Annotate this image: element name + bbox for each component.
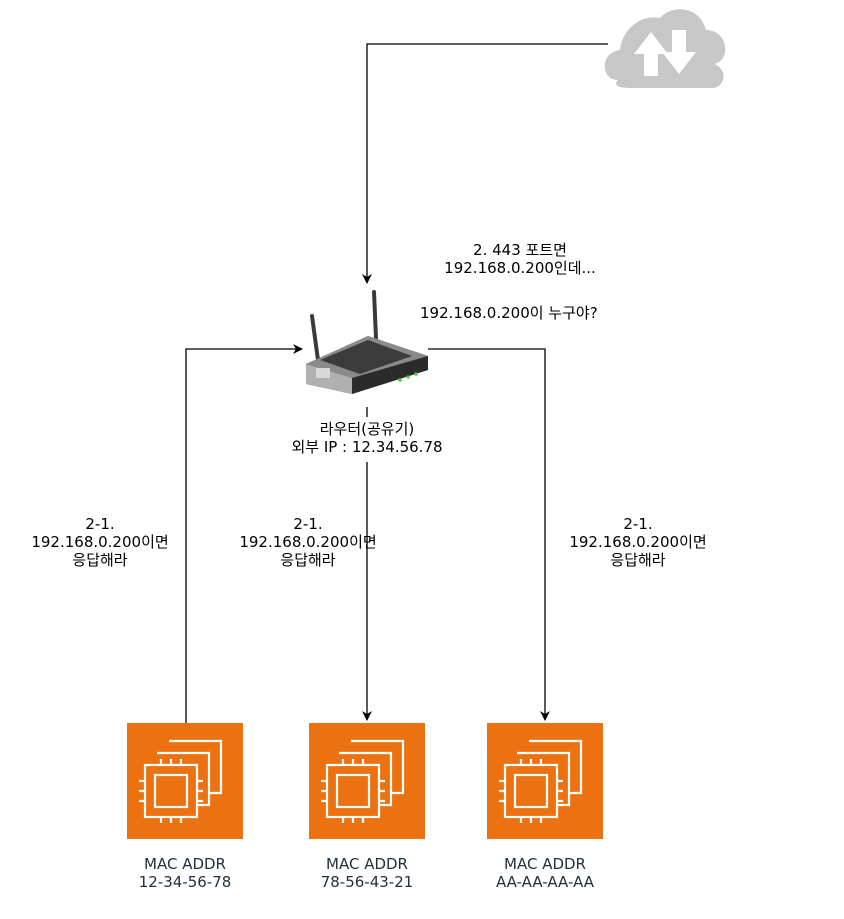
mac-title: MAC ADDR — [504, 855, 586, 873]
broadcast-action: 응답해라 — [610, 551, 666, 569]
mac-address: 78-56-43-21 — [320, 873, 414, 891]
router-external-ip: 외부 IP : 12.34.56.78 — [291, 438, 443, 456]
broadcast-action: 응답해라 — [280, 551, 336, 569]
broadcast-step: 2-1. — [293, 515, 323, 533]
mac-title: MAC ADDR — [144, 855, 226, 873]
question-label: 2. 443 포트면 192.168.0.200인데... — [420, 241, 620, 277]
mac-address: 12-34-56-78 — [138, 873, 232, 891]
ec2-instance-icon — [127, 723, 243, 839]
instance-label: MAC ADDR 78-56-43-21 — [287, 855, 447, 891]
broadcast-ip: 192.168.0.200이면 — [239, 533, 377, 551]
mac-title: MAC ADDR — [326, 855, 408, 873]
question-line-2: 192.168.0.200인데... — [444, 259, 596, 277]
broadcast-ip: 192.168.0.200이면 — [31, 533, 169, 551]
broadcast-label: 2-1. 192.168.0.200이면 응답해라 — [10, 515, 190, 569]
wireless-router-icon — [306, 290, 428, 394]
internet-to-router-edge — [362, 43, 608, 284]
question-line-1: 2. 443 포트면 — [473, 241, 567, 259]
mac-address: AA-AA-AA-AA — [495, 873, 595, 891]
cloud-upload-download-icon — [604, 9, 726, 89]
instance1-to-router-edge — [185, 344, 303, 723]
instance-label: MAC ADDR 12-34-56-78 — [105, 855, 265, 891]
router-label: 라우터(공유기) 외부 IP : 12.34.56.78 — [260, 420, 474, 456]
ec2-instance-icon — [487, 723, 603, 839]
upload-arrow-icon — [634, 32, 668, 76]
broadcast-label: 2-1. 192.168.0.200이면 응답해라 — [548, 515, 728, 569]
ec2-instance-icon — [309, 723, 425, 839]
router-name: 라우터(공유기) — [319, 420, 415, 438]
broadcast-step: 2-1. — [623, 515, 653, 533]
connectors — [185, 43, 608, 723]
broadcast-ip: 192.168.0.200이면 — [569, 533, 707, 551]
broadcast-step: 2-1. — [85, 515, 115, 533]
broadcast-action: 응답해라 — [72, 551, 128, 569]
router-to-instance3-edge — [428, 348, 550, 721]
question-line-3: 192.168.0.200이 누구야? — [420, 304, 598, 322]
instance-label: MAC ADDR AA-AA-AA-AA — [465, 855, 625, 891]
download-arrow-icon — [662, 30, 696, 74]
broadcast-label: 2-1. 192.168.0.200이면 응답해라 — [218, 515, 398, 569]
